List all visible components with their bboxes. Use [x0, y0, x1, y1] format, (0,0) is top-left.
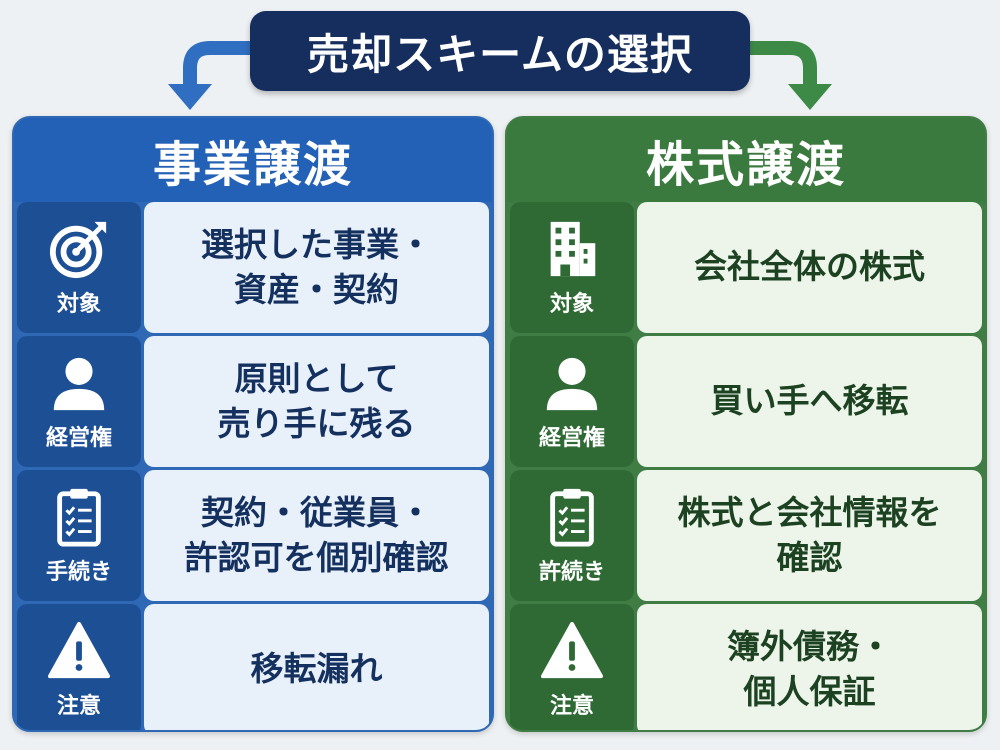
row-text: 簿外債務・ 個人保証	[637, 604, 982, 730]
row-text: 契約・従業員・ 許認可を個別確認	[144, 470, 489, 601]
clipboard-icon	[57, 488, 101, 547]
person-icon	[53, 357, 105, 410]
row-text: 原則として 売り手に残る	[144, 336, 489, 467]
branch-arrows	[168, 41, 832, 110]
target-icon	[49, 221, 107, 278]
share-transfer-panel: 株式譲渡 対象 会社全体の株式	[505, 116, 987, 732]
right-row-procedure: 許続き 株式と会社情報を 確認	[510, 470, 982, 601]
panel-header-left: 事業譲渡	[14, 118, 492, 202]
diagram-title: 売却スキームの選択	[250, 11, 750, 91]
right-row-target: 対象 会社全体の株式	[510, 202, 982, 333]
left-row-management: 経営権 原則として 売り手に残る	[17, 336, 489, 467]
row-label: 対象	[549, 291, 594, 317]
person-icon	[546, 357, 598, 410]
business-transfer-panel: 事業譲渡 対象 選択した事業・ 資産・契約 経営権	[12, 116, 494, 732]
clipboard-icon	[550, 488, 594, 547]
left-row-procedure: 手続き 契約・従業員・ 許認可を個別確認	[17, 470, 489, 601]
row-text: 買い手へ移転	[637, 336, 982, 467]
building-icon	[550, 221, 596, 276]
left-row-target: 対象 選択した事業・ 資産・契約	[17, 202, 489, 333]
row-label: 許続き	[538, 559, 605, 585]
row-text: 会社全体の株式	[637, 202, 982, 333]
right-arrow	[741, 41, 817, 97]
left-arrow-head	[168, 84, 212, 110]
row-label: 注意	[56, 693, 101, 719]
row-text: 移転漏れ	[144, 604, 489, 730]
left-row-caution: 注意 移転漏れ	[17, 604, 489, 730]
row-label: 注意	[549, 693, 594, 719]
row-text: 株式と会社情報を 確認	[637, 470, 982, 601]
row-label: 経営権	[538, 425, 605, 451]
panel-header-right: 株式譲渡	[507, 118, 985, 202]
row-label: 対象	[56, 291, 101, 317]
right-arrow-head	[788, 84, 832, 110]
warning-icon	[48, 621, 110, 678]
left-arrow	[183, 41, 259, 97]
right-row-caution: 注意 簿外債務・ 個人保証	[510, 604, 982, 730]
right-row-management: 経営権 買い手へ移転	[510, 336, 982, 467]
row-label: 経営権	[45, 425, 112, 451]
row-label: 手続き	[45, 559, 112, 585]
row-text: 選択した事業・ 資産・契約	[144, 202, 489, 333]
warning-icon	[541, 621, 603, 678]
